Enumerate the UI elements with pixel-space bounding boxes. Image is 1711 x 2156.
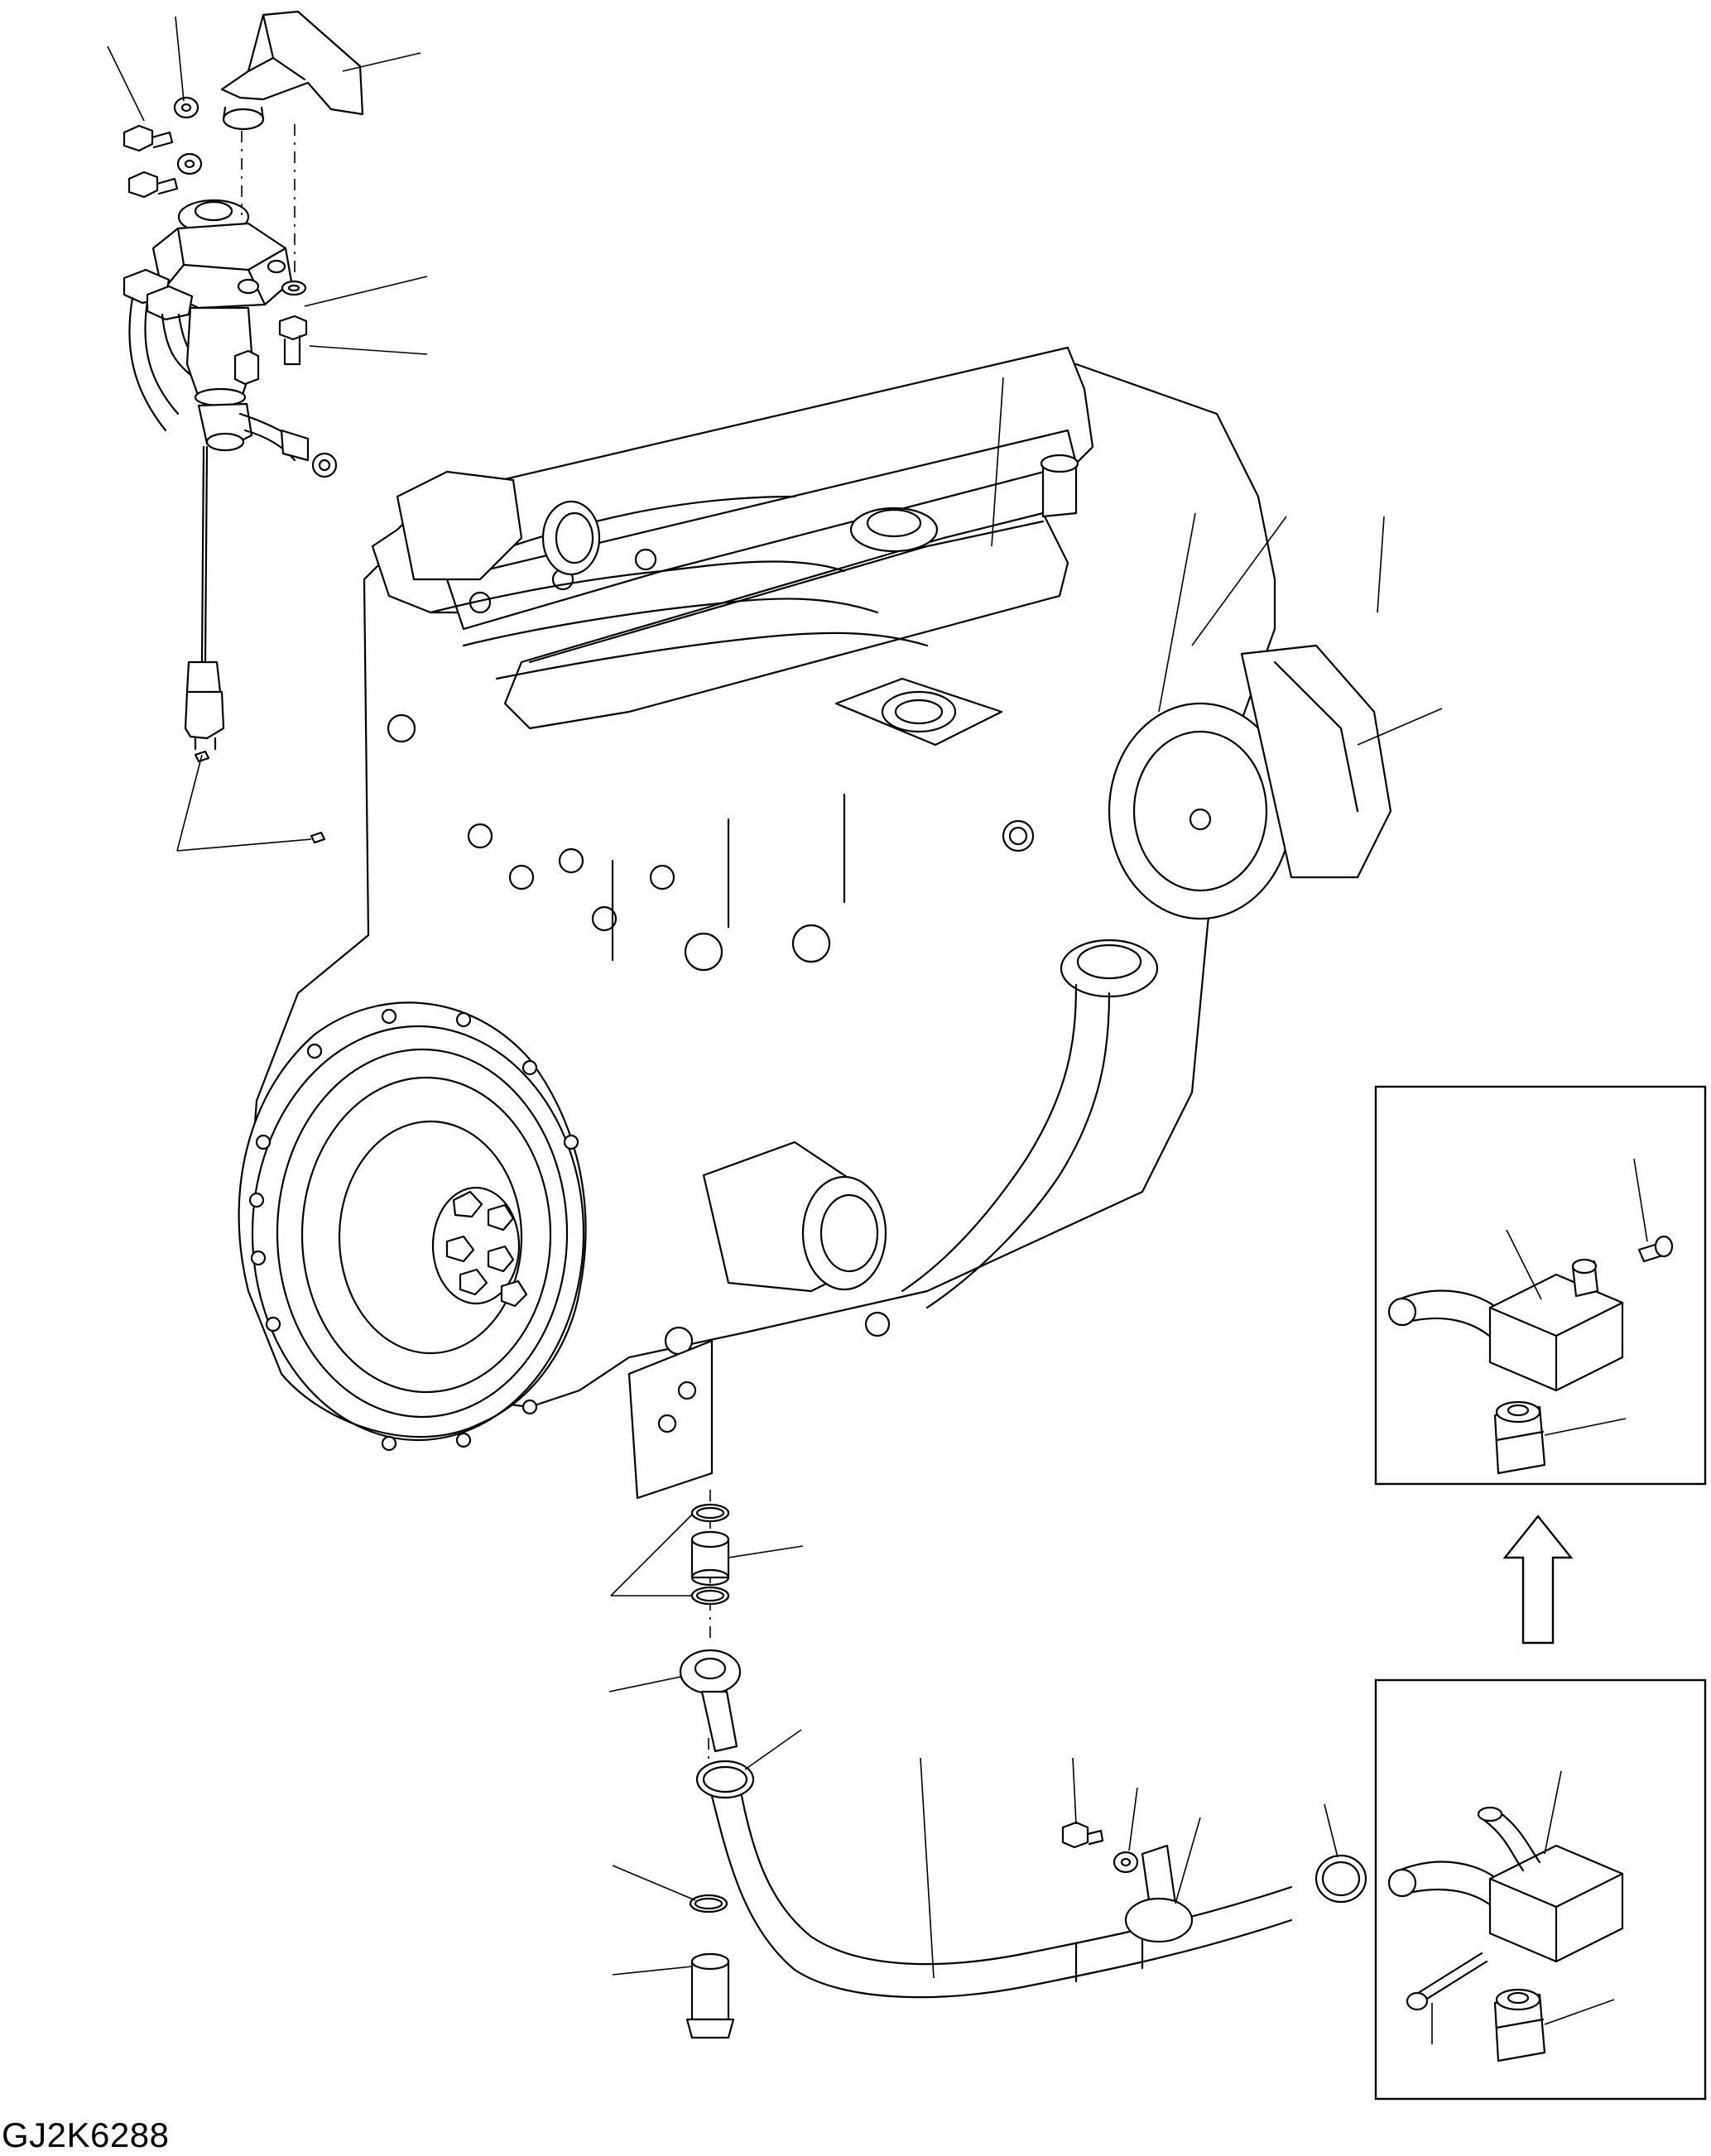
leader-lines (107, 16, 1648, 2044)
leader-line (991, 377, 1004, 547)
separator-screw-c (233, 349, 260, 386)
leader-line (107, 46, 145, 122)
leader-line (1544, 1999, 1615, 2025)
leader-line (1191, 516, 1287, 646)
drain-line-group (679, 1490, 1367, 2039)
engine-assembly (238, 346, 1392, 1500)
detail-upper-hose (1387, 1289, 1508, 1342)
separator-head (151, 199, 293, 310)
hose-clamp-upper (695, 1760, 755, 1799)
detail-box-lower (1374, 1678, 1707, 2101)
leader-line (608, 1676, 681, 1693)
clamp-washer (1113, 1851, 1139, 1874)
hose-clamp-right (1314, 1854, 1367, 1904)
bracket-bolt-2 (127, 170, 179, 199)
leader-line (728, 1545, 804, 1558)
leader-line (176, 754, 203, 852)
intake-flange (834, 677, 1003, 747)
bracket-washer-2 (176, 152, 203, 175)
leader-line (1324, 1803, 1339, 1858)
detail-lower-bolt (1406, 1952, 1488, 2011)
figure-code-label: GJ2K6288 (2, 2115, 170, 2154)
bracket-bolt-1 (123, 124, 174, 152)
leader-line (920, 1757, 935, 1979)
clip-part-b (310, 831, 326, 844)
clip-part-a (194, 750, 210, 763)
separator-screw-a (281, 280, 307, 296)
separator-fittings (123, 268, 194, 321)
leader-line (1357, 708, 1443, 746)
alternator (1108, 644, 1392, 920)
leader-line (1633, 1158, 1648, 1242)
oil-filter (702, 1140, 887, 1293)
o-ring-upper (690, 1503, 730, 1523)
leader-line (1377, 516, 1385, 613)
hose-bracket-clip (1124, 1844, 1194, 1943)
bracket-washer-1 (173, 96, 199, 119)
leader-line (1175, 1817, 1201, 1904)
leader-line (175, 16, 185, 102)
arrow-up-icon (1502, 1515, 1574, 1645)
drain-plug-bottom (685, 1952, 735, 2039)
leader-line (1072, 1757, 1077, 1825)
detail-upper-block (1488, 1258, 1624, 1392)
detail-lower-hose (1387, 1861, 1508, 1910)
mounting-bracket (220, 10, 364, 131)
oil-filler-cap (901, 939, 1159, 1309)
fuel-water-separator-group (123, 10, 364, 844)
detail-upper-bolt (1637, 1235, 1674, 1263)
leader-line (1544, 1418, 1627, 1436)
leader-line (342, 52, 421, 72)
valve-cover (503, 454, 1079, 730)
drain-hose-main (710, 1794, 1293, 1999)
leader-line (744, 1729, 802, 1770)
leader-line (1544, 1770, 1562, 1855)
water-sensor-wire (184, 445, 225, 751)
leader-line (1158, 512, 1196, 713)
detail-lower-block (1477, 1806, 1624, 1963)
thermostat-housing (396, 470, 601, 581)
detail-upper-fitting (1493, 1400, 1546, 1475)
o-ring-lower (690, 1586, 730, 1606)
separator-screw-b (278, 315, 308, 366)
o-ring-bottom (689, 1894, 728, 1914)
leader-line (1128, 1787, 1138, 1851)
leader-line (610, 1514, 693, 1597)
adapter-sleeve (690, 1530, 730, 1587)
oil-pan-flange (627, 1339, 714, 1500)
leader-line (612, 1865, 696, 1901)
flywheel-housing (238, 1001, 587, 1452)
leader-line (309, 345, 428, 355)
clamp-bolt (1061, 1821, 1104, 1849)
leader-line (304, 276, 428, 307)
leader-line (176, 838, 312, 852)
block-details (387, 713, 1035, 1356)
leader-line (612, 1966, 693, 1976)
banjo-fitting (679, 1649, 742, 1753)
detail-lower-fitting (1493, 1988, 1546, 2062)
leader-line (1506, 1229, 1542, 1300)
detail-box-upper (1374, 1085, 1707, 1486)
drain-hose (238, 412, 338, 478)
